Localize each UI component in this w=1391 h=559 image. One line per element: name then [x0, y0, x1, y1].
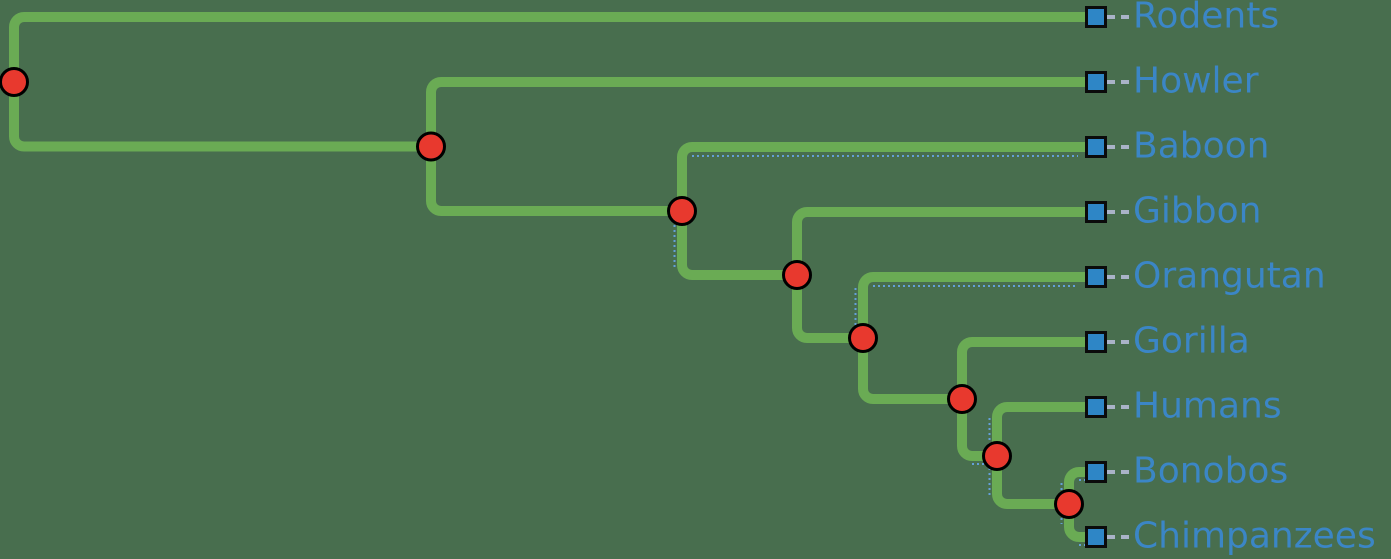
leaf-label[interactable]: Chimpanzees [1133, 515, 1376, 557]
branch [957, 337, 1088, 461]
internal-node-marker[interactable] [667, 196, 697, 226]
leaf-label[interactable]: Gibbon [1133, 190, 1262, 232]
leaf-label[interactable]: Gorilla [1133, 320, 1250, 362]
leaf-label[interactable]: Rodents [1133, 0, 1280, 37]
internal-node-marker[interactable] [416, 131, 446, 162]
leaf-label[interactable]: Baboon [1133, 125, 1270, 167]
leaf-node-marker[interactable] [1085, 6, 1107, 28]
label-connector-dash [1107, 535, 1129, 539]
leaf-node-marker[interactable] [1085, 331, 1107, 353]
label-connector-dash [1107, 470, 1129, 474]
leaf-node-marker[interactable] [1085, 396, 1107, 418]
leaf-node-marker[interactable] [1085, 136, 1107, 158]
internal-node-marker[interactable] [0, 67, 29, 97]
leaf-node-marker[interactable] [1085, 461, 1107, 483]
internal-node-marker[interactable] [782, 260, 812, 290]
internal-node-marker[interactable] [982, 441, 1012, 471]
leaf-label[interactable]: Orangutan [1133, 255, 1326, 297]
label-connector-dash [1107, 275, 1129, 279]
leaf-node-marker[interactable] [1085, 266, 1107, 288]
label-connector-dash [1107, 210, 1129, 214]
internal-node-marker[interactable] [1054, 489, 1084, 519]
leaf-node-marker[interactable] [1085, 71, 1107, 93]
leaf-label[interactable]: Humans [1133, 385, 1282, 427]
leaf-label[interactable]: Bonobos [1133, 450, 1289, 492]
leaf-label[interactable]: Howler [1133, 60, 1259, 102]
label-connector-dash [1107, 15, 1129, 19]
internal-node-marker[interactable] [947, 384, 977, 414]
label-connector-dash [1107, 405, 1129, 409]
label-connector-dash [1107, 80, 1129, 84]
label-connector-dash [1107, 145, 1129, 149]
leaf-node-marker[interactable] [1085, 201, 1107, 223]
leaf-node-marker[interactable] [1085, 526, 1107, 548]
internal-node-marker[interactable] [848, 323, 878, 353]
label-connector-dash [1107, 340, 1129, 344]
